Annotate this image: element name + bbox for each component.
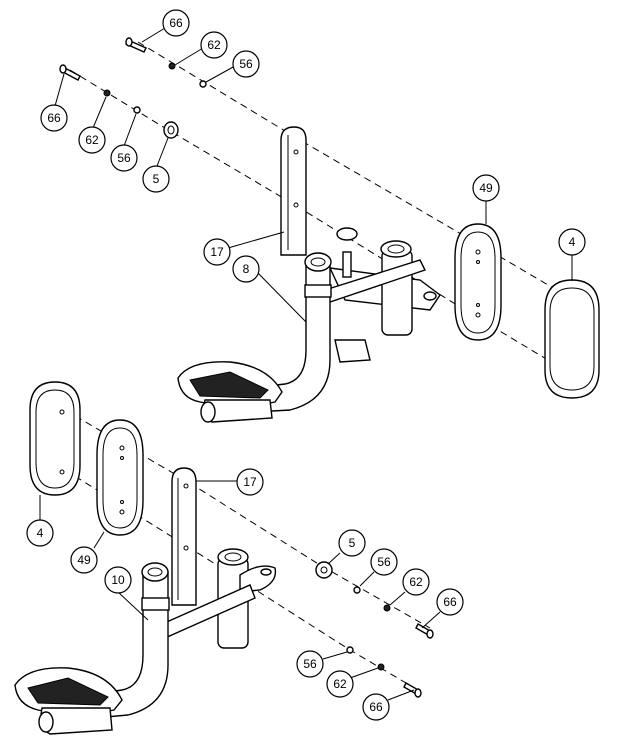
svg-text:49: 49 (77, 553, 91, 567)
top-fasteners-upper (125, 37, 207, 88)
svg-text:56: 56 (377, 555, 391, 569)
svg-text:62: 62 (207, 38, 221, 52)
callout-62-bottom-right: 62 (402, 568, 430, 596)
callout-5-top: 5 (142, 165, 170, 193)
svg-text:49: 49 (479, 181, 493, 195)
callout-66-left: 66 (40, 104, 68, 132)
callout-5-bottom: 5 (338, 529, 366, 557)
svg-text:56: 56 (303, 657, 317, 671)
callout-10: 10 (104, 566, 132, 594)
bottom-frame-body (159, 548, 277, 649)
callout-56-top: 56 (232, 50, 260, 78)
bottom-spacer-plate (96, 419, 144, 536)
callout-66-bottom-right: 66 (436, 588, 464, 616)
callout-4-top: 4 (558, 228, 586, 256)
svg-text:8: 8 (243, 262, 250, 276)
svg-text:62: 62 (333, 677, 347, 691)
svg-text:62: 62 (409, 575, 423, 589)
callout-56-bottom-right: 56 (370, 548, 398, 576)
callout-4-bottom: 4 (26, 519, 54, 547)
callout-56-left: 56 (110, 144, 138, 172)
svg-text:4: 4 (37, 526, 44, 540)
top-fasteners-left (59, 64, 179, 139)
svg-text:5: 5 (153, 172, 160, 186)
svg-text:66: 66 (47, 111, 61, 125)
svg-text:62: 62 (85, 133, 99, 147)
svg-text:5: 5 (349, 536, 356, 550)
top-assembly-axes (69, 41, 561, 361)
callout-66-bottom-low: 66 (362, 693, 390, 721)
svg-text:56: 56 (117, 151, 131, 165)
callout-62-left: 62 (78, 126, 106, 154)
top-foot-pad (544, 279, 600, 399)
top-frame-body (324, 227, 441, 363)
svg-text:4: 4 (569, 235, 576, 249)
callout-56-bottom-low: 56 (296, 650, 324, 678)
bottom-tube (89, 562, 170, 719)
svg-text:66: 66 (369, 700, 383, 714)
bottom-mount-plate (171, 467, 197, 606)
svg-text:17: 17 (243, 475, 257, 489)
callout-49-top: 49 (472, 174, 500, 202)
bottom-fasteners-right (315, 561, 434, 639)
callout-66-top: 66 (162, 9, 190, 37)
top-foot-pedal (177, 361, 283, 423)
top-spacer-plate (454, 223, 502, 341)
callout-62-bottom-low: 62 (326, 670, 354, 698)
svg-text:56: 56 (239, 57, 253, 71)
callout-62-top: 62 (200, 31, 228, 59)
svg-text:10: 10 (111, 573, 125, 587)
svg-text:66: 66 (443, 595, 457, 609)
svg-text:66: 66 (169, 16, 183, 30)
top-mount-plate (280, 126, 307, 256)
svg-text:17: 17 (210, 245, 224, 259)
top-tube (249, 252, 332, 413)
callout-17-bottom: 17 (236, 468, 264, 496)
callout-49-bottom: 49 (70, 546, 98, 574)
callout-8: 8 (232, 255, 260, 283)
bottom-fasteners-lower (346, 646, 422, 698)
callout-17-top: 17 (203, 238, 231, 266)
callout-leaders (39, 27, 573, 701)
bottom-foot-pedal (14, 667, 123, 735)
bottom-foot-pad (29, 381, 81, 496)
